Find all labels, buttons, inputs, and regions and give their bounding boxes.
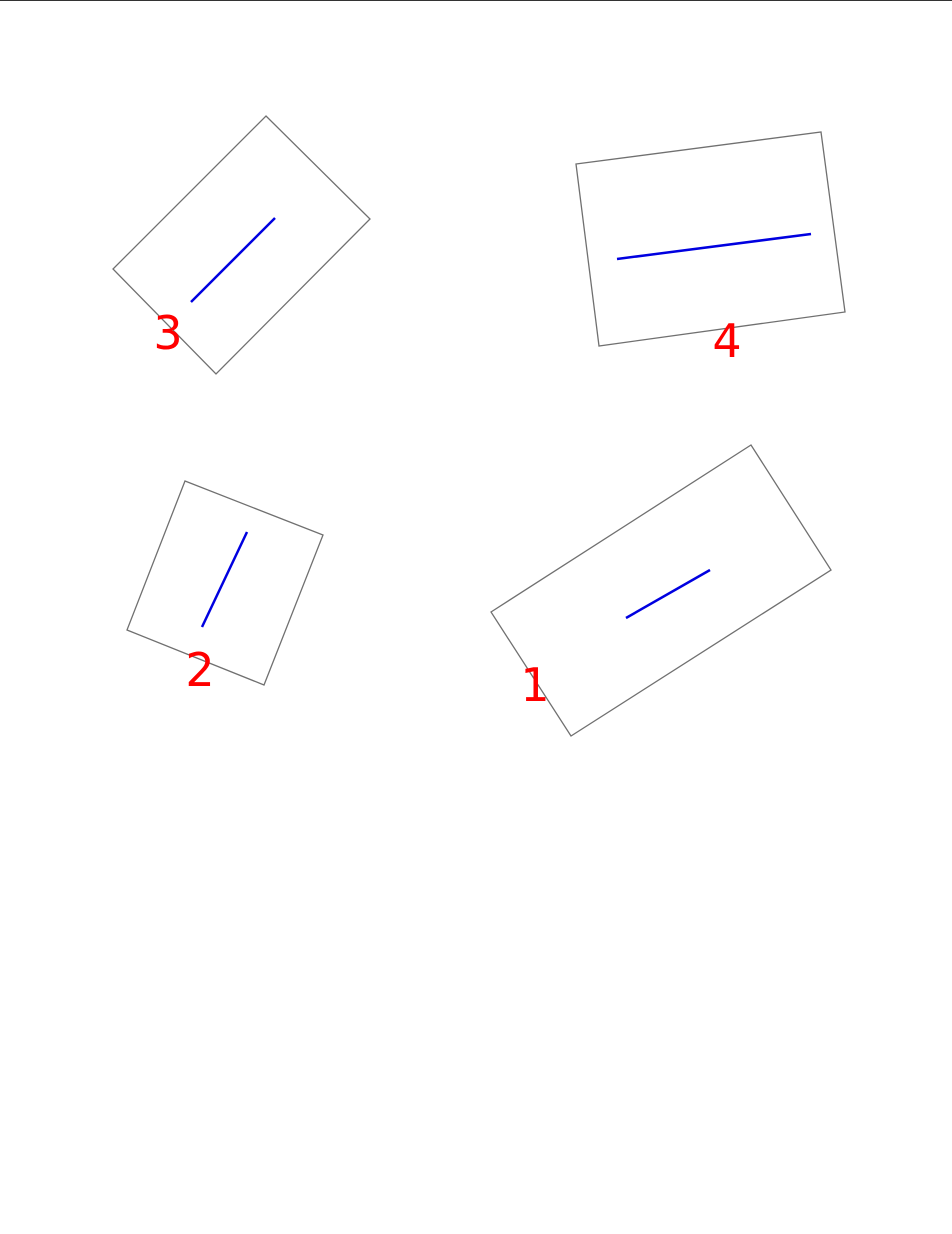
region-4: 4 xyxy=(575,131,846,368)
region-3-box xyxy=(112,115,371,375)
region-4-box xyxy=(575,131,846,347)
region-4-label: 4 xyxy=(712,314,741,368)
region-1: 1 xyxy=(490,444,832,737)
region-2-box xyxy=(126,480,324,686)
region-2-line xyxy=(200,531,249,628)
region-1-box xyxy=(490,444,832,737)
region-2-label: 2 xyxy=(185,643,214,697)
top-border-line xyxy=(0,0,952,1)
region-3: 3 xyxy=(112,115,371,375)
region-2: 2 xyxy=(126,480,324,697)
region-4-line xyxy=(616,232,812,261)
region-1-label: 1 xyxy=(520,658,549,712)
region-3-label: 3 xyxy=(153,306,182,360)
region-3-line xyxy=(190,217,276,303)
region-1-line xyxy=(625,568,711,620)
